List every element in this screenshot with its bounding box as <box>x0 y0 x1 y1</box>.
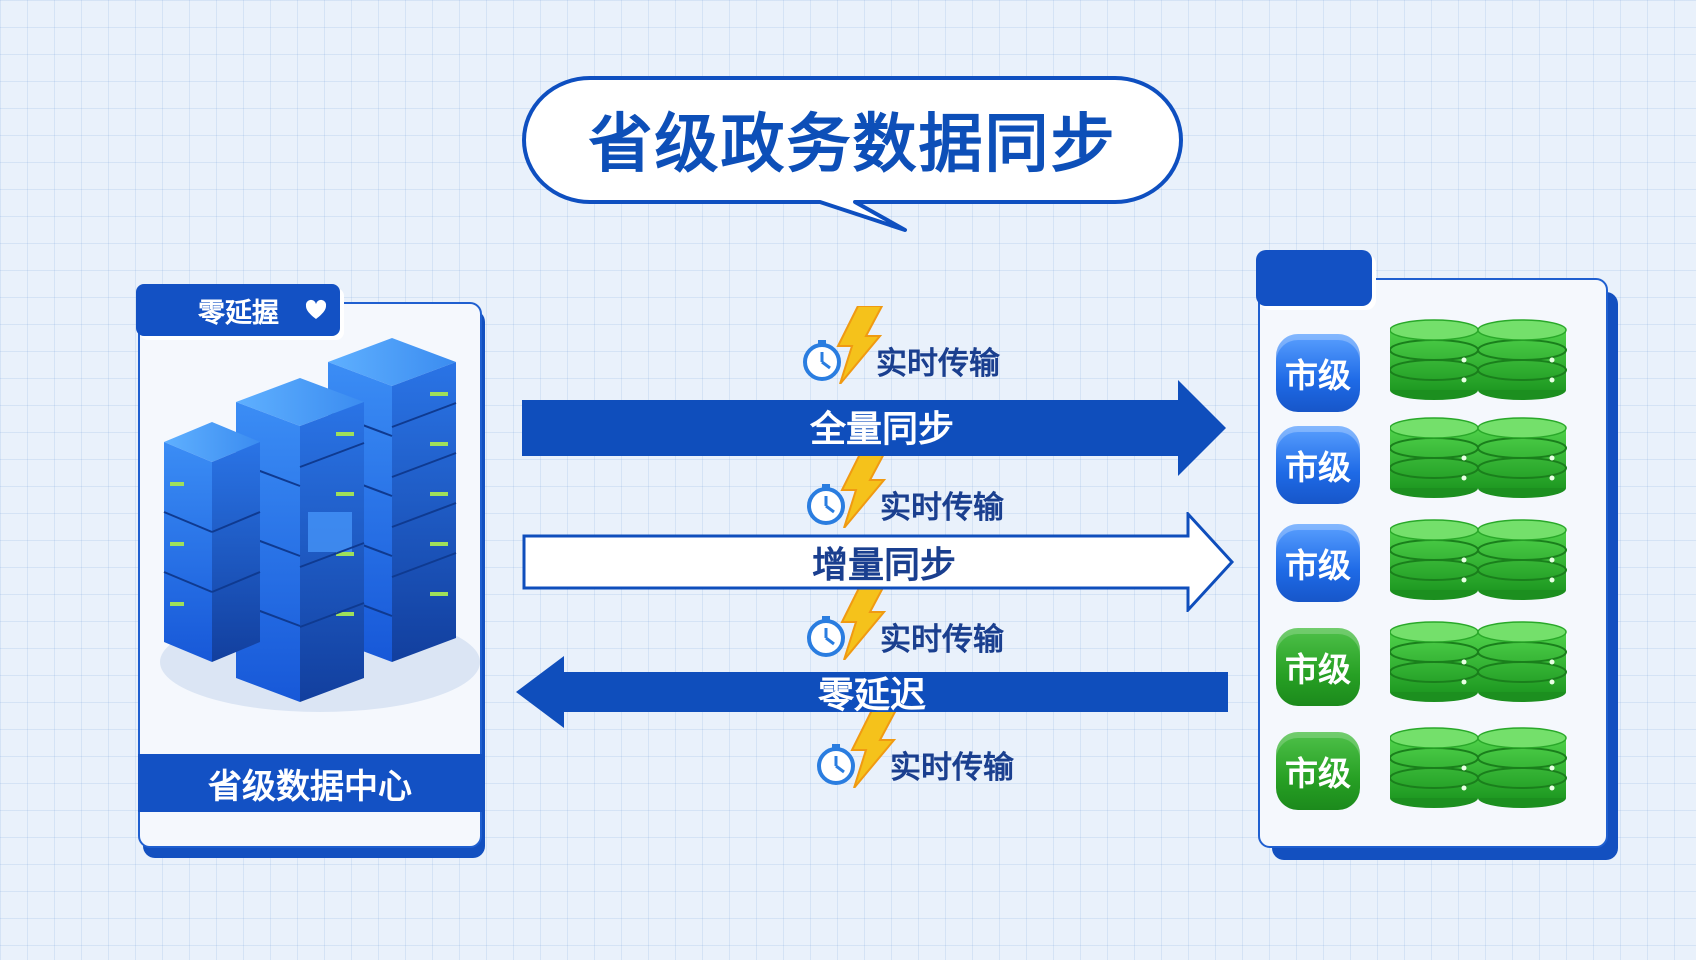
database-stack-icon <box>1390 416 1570 502</box>
heart-icon <box>305 299 327 319</box>
city-node-3: 市级 <box>1276 524 1360 602</box>
database-stack-icon <box>1390 726 1570 812</box>
realtime-transfer-text: 实时传输 <box>876 345 1000 382</box>
incremental-sync-label: 增量同步 <box>811 545 956 586</box>
full-sync-arrow <box>522 380 1226 476</box>
city-node-4: 市级 <box>1276 628 1360 706</box>
zero-latency-label: 零延迟 <box>817 675 926 716</box>
city-node-1: 市级 <box>1276 334 1360 412</box>
lightning-bolt-icon <box>850 710 898 788</box>
city-node-2: 市级 <box>1276 426 1360 504</box>
stopwatch-icon <box>807 616 845 657</box>
realtime-transfer-text: 实时传输 <box>880 621 1004 658</box>
stopwatch-icon <box>807 484 845 525</box>
page-title: 省级政务数据同步 <box>588 108 1117 182</box>
stopwatch-icon <box>817 744 855 785</box>
full-sync-label: 全量同步 <box>809 409 954 450</box>
realtime-transfer-label-4: 实时传输 <box>814 710 1014 788</box>
realtime-transfer-label-3: 实时传输 <box>804 582 1004 660</box>
database-stack-icon <box>1390 318 1570 404</box>
right-card-tag <box>1256 250 1372 306</box>
left-card-tag: 零延握 <box>136 284 340 336</box>
stopwatch-icon <box>803 340 841 381</box>
title-speech-bubble <box>522 76 1183 232</box>
database-stack-icon <box>1390 518 1570 604</box>
database-stack-icon <box>1390 620 1570 706</box>
provincial-data-center-label: 省级数据中心 <box>138 754 482 812</box>
left-card-tag-label: 零延握 <box>198 297 279 329</box>
realtime-transfer-label-1: 实时传输 <box>800 306 1000 384</box>
lightning-bolt-icon <box>836 306 884 384</box>
server-rack-illustration <box>160 338 480 712</box>
realtime-transfer-text: 实时传输 <box>880 489 1004 526</box>
city-node-5: 市级 <box>1276 732 1360 810</box>
zero-latency-arrow <box>516 656 1228 728</box>
realtime-transfer-text: 实时传输 <box>890 749 1014 786</box>
realtime-transfer-label-2: 实时传输 <box>804 450 1004 528</box>
incremental-sync-arrow <box>522 512 1235 612</box>
